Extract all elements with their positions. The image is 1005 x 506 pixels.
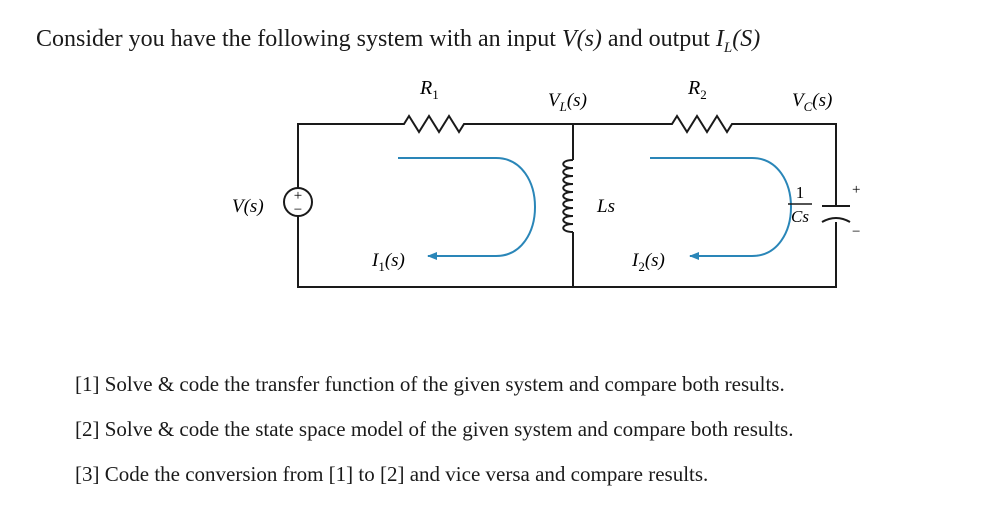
source-label: V(s) <box>232 196 264 217</box>
prompt-text: Consider you have the following system w… <box>36 26 562 52</box>
task-1: [1] Solve & code the transfer function o… <box>75 372 785 396</box>
problem-statement: Consider you have the following system w… <box>36 26 760 57</box>
mesh-current-i1-arrow <box>398 157 536 260</box>
voltage-source-symbol <box>283 187 313 217</box>
resistor-r2 <box>668 114 738 134</box>
r2-label: R2 <box>687 77 707 102</box>
wire-right-top <box>738 123 837 206</box>
resistor-r1 <box>400 114 470 134</box>
source-minus: − <box>294 202 302 218</box>
capacitor-minus: − <box>852 224 860 240</box>
prompt-mid: and output <box>601 26 716 52</box>
output-symbol: IL(S) <box>715 26 761 56</box>
task-3: [3] Code the conversion from [1] to [2] … <box>75 462 709 486</box>
wire-left-top <box>297 123 400 188</box>
input-symbol: V(s) <box>561 26 602 52</box>
task-2: [2] Solve & code the state space model o… <box>75 417 794 441</box>
circuit-diagram: + − V(s) R1 R2 VL(s) VC(s) Ls 1 Cs + − I… <box>232 77 860 288</box>
wire-right-bottom <box>297 216 837 288</box>
capacitor-plus: + <box>852 182 860 198</box>
vl-node-label: VL(s) <box>548 90 587 114</box>
r1-label: R1 <box>419 77 439 102</box>
source-plus: + <box>294 188 302 204</box>
capacitor-impedance-numerator: 1 <box>796 183 805 202</box>
vc-node-label: VC(s) <box>792 90 832 114</box>
capacitor-bottom-plate <box>821 217 851 223</box>
inductor-coil <box>562 159 574 233</box>
i1-label: I1(s) <box>371 250 405 274</box>
mesh-current-i2-arrow <box>650 157 792 260</box>
i2-label: I2(s) <box>631 250 665 274</box>
capacitor-impedance-denominator: Cs <box>791 207 809 226</box>
inductor-label: Ls <box>596 196 615 217</box>
task-list: [1] Solve & code the transfer function o… <box>75 362 793 497</box>
